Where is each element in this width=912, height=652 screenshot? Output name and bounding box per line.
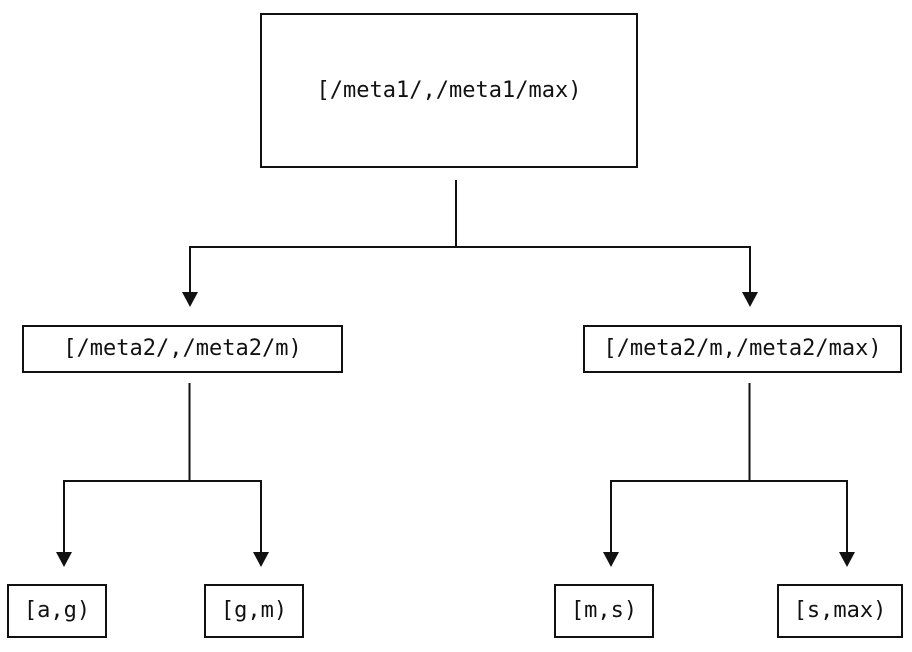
node-leaf-smax-label: [s,max)	[793, 598, 887, 623]
node-leaf-gm-label: [g,m)	[220, 598, 288, 623]
arrowhead-down-icon	[603, 552, 619, 567]
arrowhead-down-icon	[742, 292, 758, 307]
arrowhead-down-icon	[182, 292, 198, 307]
edge-right-to-leaves	[610, 480, 848, 552]
node-leaf-ms-label: [m,s)	[570, 598, 638, 623]
arrowhead-down-icon	[839, 552, 855, 567]
node-right-child: [/meta2/m,/meta2/max)	[583, 325, 902, 373]
node-left-child-label: [/meta2/,/meta2/m)	[63, 336, 302, 361]
node-right-child-label: [/meta2/m,/meta2/max)	[603, 336, 882, 361]
arrowhead-down-icon	[253, 552, 269, 567]
edge-left-to-leaves	[63, 480, 262, 552]
node-leaf-gm: [g,m)	[204, 584, 304, 638]
arrowhead-down-icon	[56, 552, 72, 567]
node-leaf-ag: [a,g)	[7, 584, 107, 638]
edge-root-to-children	[189, 246, 751, 292]
node-root: [/meta1/,/meta1/max)	[260, 13, 638, 168]
node-leaf-smax: [s,max)	[777, 584, 903, 638]
node-leaf-ag-label: [a,g)	[23, 598, 91, 623]
node-root-label: [/meta1/,/meta1/max)	[316, 77, 582, 103]
node-leaf-ms: [m,s)	[554, 584, 654, 638]
node-left-child: [/meta2/,/meta2/m)	[22, 325, 343, 373]
